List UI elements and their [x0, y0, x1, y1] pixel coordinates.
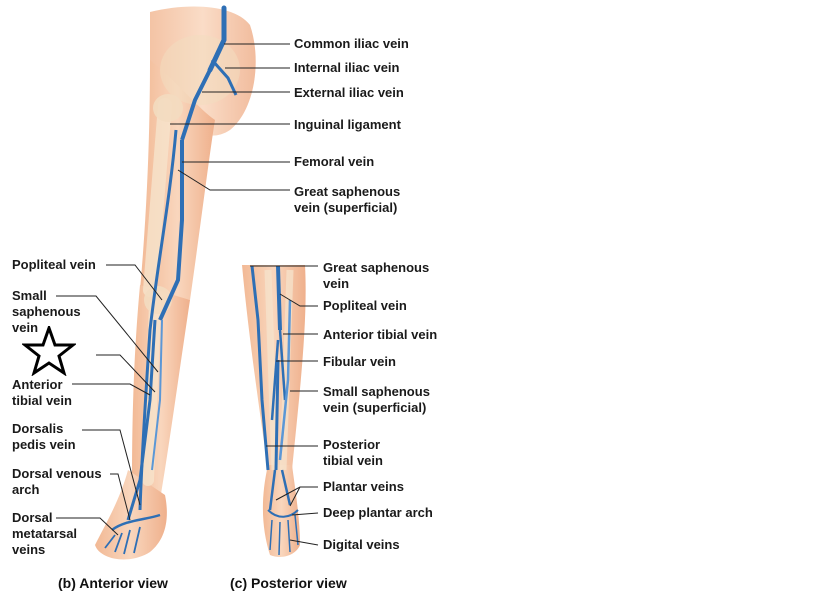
internal-iliac-vessel [210, 59, 238, 96]
hip-joint [153, 94, 183, 122]
label-line: tibial vein [323, 453, 383, 468]
label-line: Popliteal vein [12, 257, 96, 272]
label-line: Anterior tibial vein [323, 327, 438, 342]
star-outline-icon [22, 326, 76, 376]
common-iliac-vessel [207, 5, 227, 73]
great-saphenous-vessel-c [250, 265, 270, 471]
label-plantar-veins: Plantar veins [323, 479, 404, 495]
label-line: arch [12, 482, 40, 497]
digital-vessels [269, 514, 299, 556]
label-line: Deep plantar arch [323, 505, 433, 520]
dorsal-metatarsal-vessels [104, 526, 141, 555]
caption-posterior-view: (c) Posterior view [230, 575, 347, 591]
label-dorsalis-pedis-vein: Dorsalis pedis vein [12, 421, 76, 453]
leader-anterior-tibial-b [72, 383, 151, 396]
label-internal-iliac-vein: Internal iliac vein [294, 60, 400, 75]
anterior-tibial-vessel [126, 319, 157, 521]
label-inguinal-ligament: Inguinal ligament [294, 117, 401, 132]
label-line: Dorsal venous [12, 466, 102, 481]
label-great-saphenous-vein-b: Great saphenous vein (superficial) [294, 184, 400, 216]
label-line: vein (superficial) [294, 200, 398, 215]
femur [143, 98, 172, 297]
label-line: Small [12, 288, 47, 303]
label-line: Great saphenous [294, 184, 401, 199]
label-digital-veins: Digital veins [323, 537, 400, 553]
leader-star [96, 354, 156, 393]
label-line: pedis vein [12, 437, 76, 452]
label-common-iliac-vein: Common iliac vein [294, 36, 409, 51]
anterior-tibial-vessel-c [278, 329, 287, 401]
label-line: Digital veins [323, 537, 400, 552]
leader-dorsalis-pedis [82, 429, 141, 506]
label-anterior-tibial-vein-c: Anterior tibial vein [323, 327, 437, 343]
label-line: Plantar veins [323, 479, 404, 494]
label-line: vein (superficial) [323, 400, 427, 415]
label-line: veins [12, 542, 46, 557]
hip-bone [160, 35, 240, 105]
external-iliac-vessel [180, 69, 212, 141]
label-popliteal-vein-c: Popliteal vein [323, 298, 407, 314]
femoral-vessel [158, 140, 184, 321]
label-dorsal-metatarsal-veins: Dorsal metatarsal veins [12, 510, 77, 558]
label-posterior-tibial-vein: Posterior tibial vein [323, 437, 383, 469]
label-line: Popliteal vein [323, 298, 407, 313]
label-small-saphenous-vein-c: Small saphenous vein (superficial) [323, 384, 430, 416]
label-small-saphenous-vein-b: Small saphenous vein [12, 288, 81, 336]
label-deep-plantar-arch: Deep plantar arch [323, 505, 433, 521]
leader-great-saphenous-b [177, 169, 290, 191]
leader-popliteal-b [106, 264, 163, 301]
label-femoral-vein: Femoral vein [294, 154, 375, 169]
label-popliteal-vein-b: Popliteal vein [12, 257, 96, 273]
leader-popliteal-c [279, 293, 318, 307]
posterior-tibial-vessel [274, 359, 280, 471]
leader-dorsal-metatarsal [56, 517, 119, 536]
popliteal-vessel-c [276, 265, 282, 331]
label-dorsal-venous-arch: Dorsal venous arch [12, 466, 102, 498]
deep-plantar-arch-vessel [267, 509, 299, 518]
label-line: Fibular vein [323, 354, 396, 369]
small-saphenous-vessel-c [278, 299, 292, 461]
leader-dorsal-venous-arch [110, 473, 131, 521]
label-line: vein [323, 276, 350, 291]
plantar-vessels [268, 469, 292, 511]
label-line: Anterior [12, 377, 63, 392]
caption-anterior-view: (b) Anterior view [58, 575, 168, 591]
label-line: vein [12, 320, 39, 335]
leader-small-saphenous-b [56, 295, 159, 373]
label-line: Small saphenous [323, 384, 430, 399]
leader-deep-plantar-arch [291, 512, 319, 516]
label-external-iliac-vein: External iliac vein [294, 85, 404, 100]
label-line: metatarsal [12, 526, 78, 541]
label-line: Dorsal [12, 510, 53, 525]
label-line: Posterior [323, 437, 381, 452]
label-line: Dorsalis [12, 421, 64, 436]
label-anterior-tibial-vein-b: Anterior tibial vein [12, 377, 72, 409]
fibular-vessel [270, 339, 280, 421]
label-line: tibial vein [12, 393, 72, 408]
label-line: Great saphenous [323, 260, 430, 275]
leader-lines [56, 43, 319, 546]
leader-plantar [275, 486, 318, 507]
posterior-leg [242, 265, 306, 557]
label-great-saphenous-vein-c: Great saphenous vein [323, 260, 429, 292]
small-saphenous-vessel-b [151, 319, 163, 471]
label-fibular-vein: Fibular vein [323, 354, 396, 370]
leader-digital [289, 539, 319, 546]
anterior-leg [95, 5, 256, 560]
label-line: saphenous [12, 304, 81, 319]
dorsal-arch-vessel [111, 513, 161, 532]
